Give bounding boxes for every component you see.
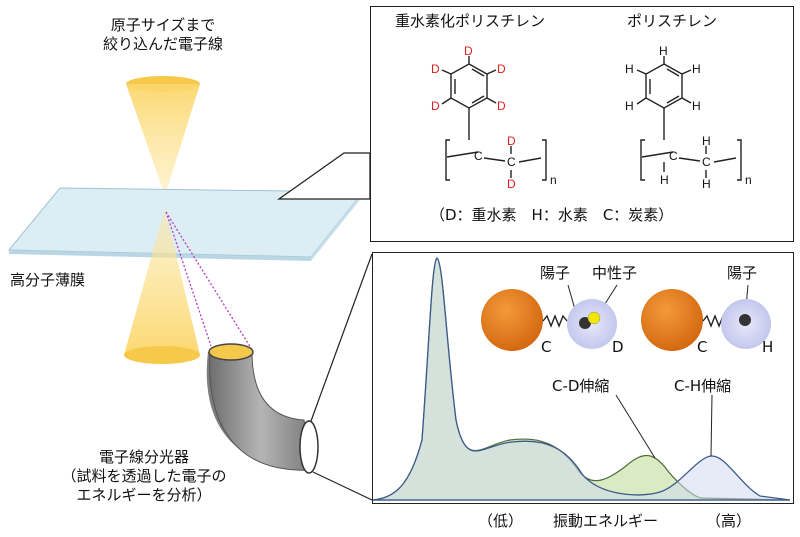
spring — [542, 314, 568, 328]
ch-bond-model — [641, 289, 771, 351]
cd-stretch-label: C-D伸縮 — [552, 377, 610, 395]
proton-label: 陽子 — [540, 264, 571, 282]
deuterium-label: D — [612, 338, 624, 356]
beam-label-line1: 原子サイズまで — [110, 16, 216, 34]
carbon-atom — [481, 289, 543, 351]
atom-h: H — [660, 173, 669, 187]
atom-c: C — [669, 149, 678, 163]
atom-d: D — [507, 134, 516, 148]
beam-label: 原子サイズまで 絞り込んだ電子線 — [78, 16, 248, 54]
film-label: 高分子薄膜 — [10, 271, 86, 289]
axis-high-label: （高） — [706, 512, 752, 530]
spectrometer-tube — [206, 343, 319, 474]
proton-nucleus — [739, 314, 751, 326]
atom-d: D — [431, 99, 440, 113]
atom-d: D — [507, 177, 516, 191]
atom-h: H — [692, 99, 701, 113]
axis-low-label: （低） — [478, 512, 524, 530]
proton-nucleus — [579, 317, 591, 329]
neutron-label: 中性子 — [592, 264, 638, 282]
polystyrene-title: ポリスチレン — [627, 12, 718, 30]
atom-h: H — [702, 134, 711, 148]
element-legend: （D：重水素 H：水素 C：炭素） — [430, 206, 674, 224]
atom-h: H — [625, 99, 634, 113]
cd-bond-model — [481, 289, 617, 351]
hydrogen-label: H — [762, 338, 774, 356]
ch-stretch-label: C-H伸縮 — [674, 377, 732, 395]
spectrometer-label: 電子線分光器 （試料を透過した電子の エネルギーを分析） — [14, 448, 274, 505]
subscript-n: n — [745, 173, 752, 187]
polystyrene-structure — [636, 56, 742, 181]
deuterated-polystyrene-title: 重水素化ポリスチレン — [395, 12, 546, 30]
carbon-label-1: C — [541, 338, 552, 356]
spectrometer-label-line3: エネルギーを分析） — [76, 486, 212, 504]
beam-label-line2: 絞り込んだ電子線 — [102, 35, 223, 53]
atom-d: D — [464, 44, 473, 58]
atom-d: D — [497, 99, 506, 113]
proton-label-2: 陽子 — [727, 264, 758, 282]
subscript-n: n — [550, 173, 557, 187]
probe-lines — [165, 211, 252, 349]
spectrum-curve-hydrogen — [372, 257, 791, 501]
atom-c: C — [702, 155, 711, 169]
structures-panel — [370, 6, 794, 242]
atom-h: H — [625, 62, 634, 76]
axis-title: 振動エネルギー — [553, 512, 659, 530]
deuterium-shell — [567, 299, 617, 349]
atom-c: C — [507, 155, 516, 169]
deuterated-polystyrene-structure — [441, 56, 547, 181]
spectrum-zoom-lines — [310, 253, 373, 501]
electron-beam-lower — [124, 208, 200, 364]
atom-c: C — [474, 149, 483, 163]
atom-h: H — [659, 44, 668, 58]
neutron — [587, 311, 601, 325]
spectrometer-label-line2: （試料を透過した電子の — [61, 467, 227, 485]
atom-h: H — [702, 177, 711, 191]
spectrometer-label-line1: 電子線分光器 — [98, 448, 189, 466]
atom-d: D — [497, 62, 506, 76]
carbon-atom — [641, 289, 703, 351]
atom-h: H — [692, 62, 701, 76]
atom-d: D — [431, 62, 440, 76]
electron-beam-upper — [126, 76, 200, 196]
carbon-label-2: C — [697, 338, 708, 356]
